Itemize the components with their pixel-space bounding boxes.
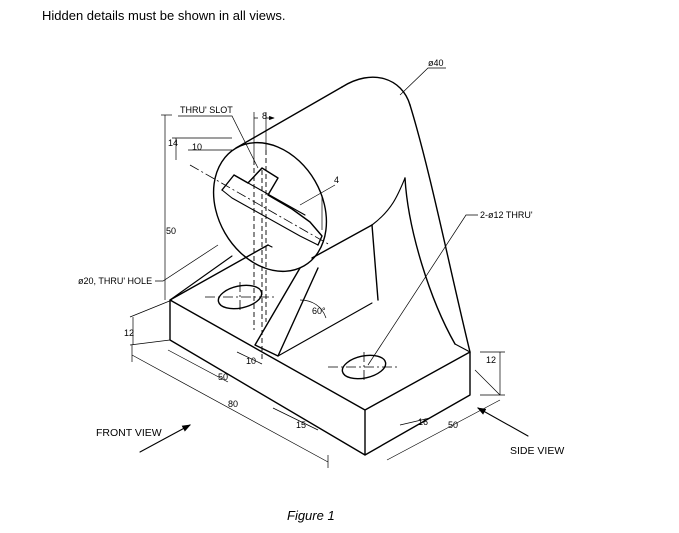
label-fourteen: 14 — [168, 138, 178, 148]
dimension-lines — [129, 67, 505, 468]
label-twelve-right: 12 — [486, 355, 496, 365]
thru-slot — [221, 167, 323, 246]
side-view-arrow — [477, 407, 529, 437]
label-fifty-vert: 50 — [166, 226, 176, 236]
label-sixty: 60° — [312, 306, 326, 316]
label-dia40: ø40 — [428, 58, 444, 68]
label-thru-slot: THRU' SLOT — [180, 105, 233, 115]
label-side-view: SIDE VIEW — [510, 445, 564, 457]
label-fifty-side: 50 — [448, 420, 458, 430]
label-ten-top: 10 — [192, 142, 202, 152]
label-twelve-left: 12 — [124, 328, 134, 338]
front-view-arrow — [139, 424, 191, 453]
base-plate — [169, 244, 471, 456]
hidden-lines — [253, 150, 267, 360]
label-fifteen: 15 — [296, 420, 306, 430]
cylinder-centerline — [189, 164, 331, 246]
label-four: 4 — [334, 175, 339, 185]
figure-caption: Figure 1 — [287, 508, 335, 523]
label-eight: 8 — [262, 111, 267, 121]
label-sixteen: 16 — [418, 417, 428, 427]
left-hole — [205, 282, 275, 312]
right-hole — [328, 352, 400, 382]
label-fifty-diag: 50 — [218, 372, 228, 382]
label-ten-bottom: 10 — [246, 356, 256, 366]
label-front-view: FRONT VIEW — [96, 427, 162, 439]
cylinder-body — [212, 76, 471, 357]
instruction-text: Hidden details must be shown in all view… — [42, 8, 286, 23]
label-eighty: 80 — [228, 399, 238, 409]
label-dia20-hole: ø20, THRU' HOLE — [78, 276, 152, 286]
label-two-holes: 2-ø12 THRU' — [480, 210, 533, 220]
